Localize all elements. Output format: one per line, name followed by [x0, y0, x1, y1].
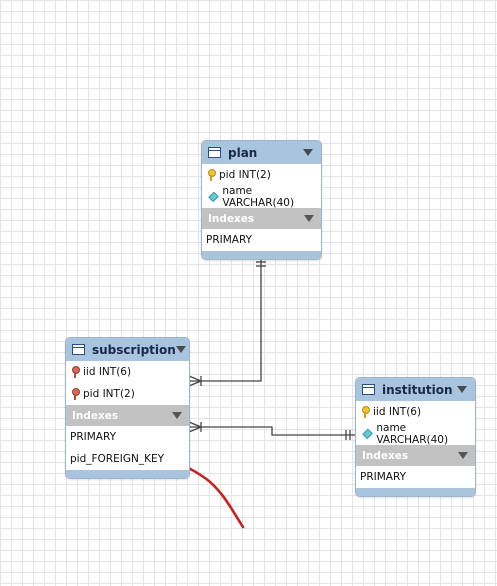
indexes-header[interactable]: Indexes — [66, 405, 189, 426]
column-row[interactable]: iid INT(6) — [356, 401, 475, 423]
index-row[interactable]: PRIMARY — [66, 426, 189, 448]
entity-footer — [202, 251, 321, 259]
entity-header-plan[interactable]: plan — [202, 141, 321, 164]
entity-title: subscription — [92, 342, 176, 357]
column-row[interactable]: pid INT(2) — [66, 383, 189, 405]
collapse-arrow-icon[interactable] — [172, 412, 182, 419]
indexes-label: Indexes — [362, 449, 409, 462]
indexes-label: Indexes — [72, 409, 119, 422]
index-row[interactable]: PRIMARY — [202, 229, 321, 251]
attribute-diamond-icon — [362, 428, 374, 440]
entity-institution[interactable]: institution iid INT(6) name VARCHAR(40) … — [355, 377, 476, 497]
collapse-arrow-icon[interactable] — [304, 215, 314, 222]
column-label: name VARCHAR(40) — [222, 185, 295, 209]
column-label: pid INT(2) — [83, 388, 135, 400]
indexes-label: Indexes — [208, 212, 255, 225]
collapse-arrow-icon[interactable] — [458, 452, 468, 459]
foreign-key-icon — [71, 366, 80, 378]
collapse-arrow-icon[interactable] — [457, 386, 467, 393]
many-marker-subscription-plan-a — [188, 375, 202, 382]
column-label: name VARCHAR(40) — [376, 422, 449, 446]
column-row[interactable]: name VARCHAR(40) — [356, 422, 475, 446]
entity-footer — [66, 470, 189, 478]
many-marker-subscription-inst-b — [188, 426, 202, 433]
entity-subscription[interactable]: subscription iid INT(6) pid INT(2) Index… — [65, 337, 190, 479]
entity-plan[interactable]: plan pid INT(2) name VARCHAR(40) Indexes… — [201, 140, 322, 260]
collapse-arrow-icon[interactable] — [303, 149, 313, 156]
primary-key-icon — [361, 406, 370, 418]
column-row[interactable]: iid INT(6) — [66, 361, 189, 383]
attribute-diamond-icon — [208, 191, 220, 203]
index-label: PRIMARY — [70, 431, 117, 443]
column-row[interactable]: name VARCHAR(40) — [202, 185, 321, 209]
primary-key-icon — [207, 169, 216, 181]
table-icon — [208, 147, 221, 158]
entity-header-institution[interactable]: institution — [356, 378, 475, 401]
entity-title: plan — [228, 145, 258, 160]
index-label: pid_FOREIGN_KEY — [70, 453, 165, 465]
column-row[interactable]: pid INT(2) — [202, 164, 321, 186]
table-icon — [362, 384, 375, 395]
index-row[interactable]: PRIMARY — [356, 466, 475, 488]
column-label: pid INT(2) — [219, 169, 271, 181]
collapse-arrow-icon[interactable] — [175, 346, 186, 353]
relationship-line-plan-subscription[interactable] — [189, 257, 262, 382]
many-marker-subscription-plan-b — [188, 380, 202, 387]
index-label: PRIMARY — [360, 471, 407, 483]
indexes-header[interactable]: Indexes — [202, 208, 321, 229]
relationship-line-institution-subscription[interactable] — [189, 426, 356, 436]
foreign-key-icon — [71, 388, 80, 400]
table-icon — [72, 344, 85, 355]
index-label: PRIMARY — [206, 234, 253, 246]
entity-footer — [356, 488, 475, 496]
column-label: iid INT(6) — [83, 366, 132, 378]
column-label: iid INT(6) — [373, 406, 422, 418]
entity-header-subscription[interactable]: subscription — [66, 338, 189, 361]
indexes-header[interactable]: Indexes — [356, 445, 475, 466]
index-row[interactable]: pid_FOREIGN_KEY — [66, 448, 189, 470]
many-marker-subscription-inst-a — [188, 421, 202, 428]
entity-title: institution — [382, 382, 453, 397]
